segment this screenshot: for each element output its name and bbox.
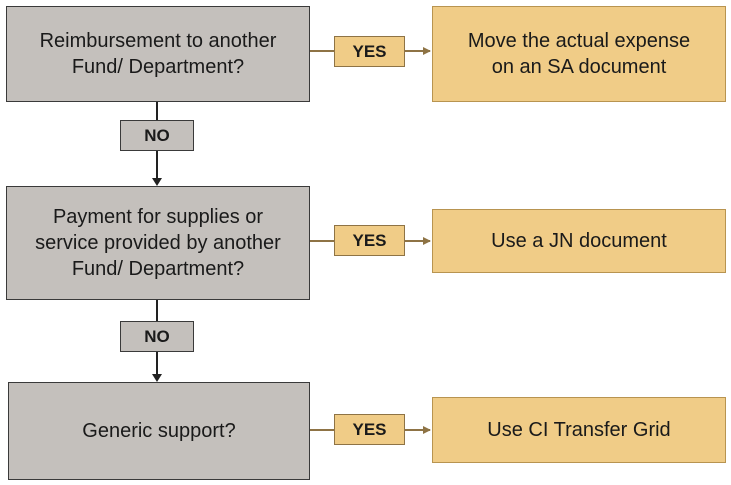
action-box-2: Use a JN document [432, 209, 726, 273]
question-box-1: Reimbursement to another Fund/ Departmen… [6, 6, 310, 102]
action-text-1: Move the actual expense on an SA documen… [467, 30, 691, 78]
yes-label-3: YES [334, 414, 405, 445]
no-label-1: NO [120, 120, 194, 151]
no-arrowhead-1 [152, 178, 162, 186]
no-label-2: NO [120, 321, 194, 352]
question-text-1: Reimbursement to another Fund/ Departmen… [39, 30, 277, 78]
question-text-2: Payment for supplies or service provided… [35, 206, 281, 280]
question-box-2: Payment for supplies or service provided… [6, 186, 310, 300]
yes-label-2: YES [334, 225, 405, 256]
no-arrowhead-2 [152, 374, 162, 382]
action-text-2: Use a JN document [491, 230, 667, 252]
action-box-3: Use CI Transfer Grid [432, 397, 726, 463]
question-text-3: Generic support? [82, 420, 236, 442]
question-box-3: Generic support? [8, 382, 310, 480]
action-text-3: Use CI Transfer Grid [487, 419, 671, 441]
yes-label-1: YES [334, 36, 405, 67]
action-box-1: Move the actual expense on an SA documen… [432, 6, 726, 102]
